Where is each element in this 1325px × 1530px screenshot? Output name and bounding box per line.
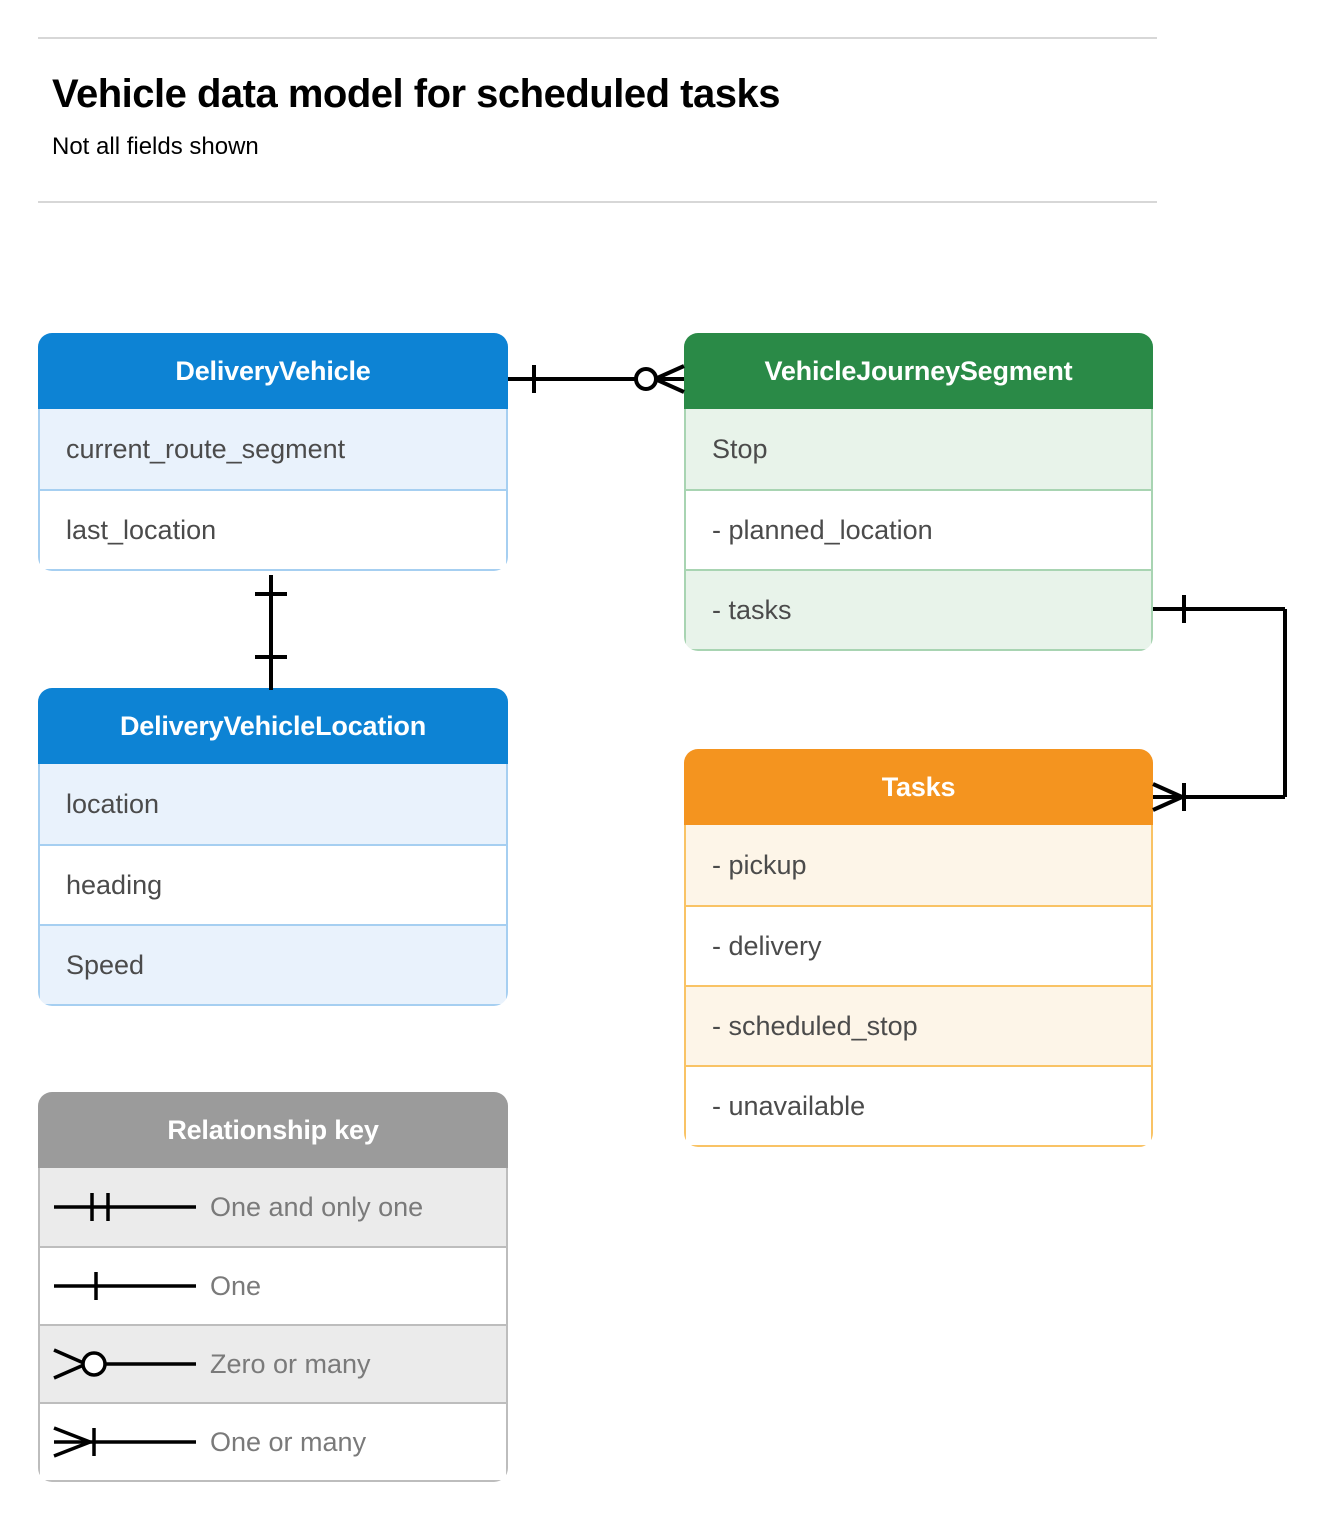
connector-deliveryvehicle-vehiclejourneysegment (508, 364, 685, 394)
entity-vehicle-journey-segment[interactable]: VehicleJourneySegment Stop - planned_loc… (684, 333, 1153, 651)
legend-row-zero-or-many: Zero or many (40, 1324, 506, 1402)
entity-delivery-vehicle-location[interactable]: DeliveryVehicleLocation location heading… (38, 688, 508, 1006)
entity-header-tasks: Tasks (684, 749, 1153, 825)
entity-field-list: - pickup - delivery - scheduled_stop - u… (684, 825, 1153, 1147)
header-divider-top (38, 37, 1157, 39)
entity-field: - scheduled_stop (686, 985, 1151, 1065)
entity-header-vehicle-journey-segment: VehicleJourneySegment (684, 333, 1153, 409)
legend-row-one-and-only-one: One and only one (40, 1168, 506, 1246)
entity-field: current_route_segment (40, 409, 506, 489)
relationship-key-legend[interactable]: Relationship key One and only one (38, 1092, 508, 1482)
entity-field: heading (40, 844, 506, 924)
entity-field: location (40, 764, 506, 844)
legend-label: Zero or many (210, 1348, 371, 1379)
page-title: Vehicle data model for scheduled tasks (52, 72, 780, 116)
one-icon (40, 1266, 210, 1306)
legend-label: One and only one (210, 1191, 424, 1222)
legend-label: One or many (210, 1426, 367, 1457)
entity-tasks[interactable]: Tasks - pickup - delivery - scheduled_st… (684, 749, 1153, 1147)
entity-field: last_location (40, 489, 506, 569)
page-subtitle: Not all fields shown (52, 133, 259, 160)
entity-field: - unavailable (686, 1065, 1151, 1145)
entity-field-list: current_route_segment last_location (38, 409, 508, 571)
entity-header-delivery-vehicle-location: DeliveryVehicleLocation (38, 688, 508, 764)
legend-label: One (210, 1270, 262, 1301)
entity-field: Stop (686, 409, 1151, 489)
legend-row-one: One (40, 1246, 506, 1324)
relationship-key-title: Relationship key (38, 1092, 508, 1168)
entity-field: - pickup (686, 825, 1151, 905)
entity-field-list: location heading Speed (38, 764, 508, 1006)
entity-field: - delivery (686, 905, 1151, 985)
entity-delivery-vehicle[interactable]: DeliveryVehicle current_route_segment la… (38, 333, 508, 571)
relationship-key-rows: One and only one One (38, 1168, 508, 1482)
entity-field-list: Stop - planned_location - tasks (684, 409, 1153, 651)
connector-vehiclejourneysegment-tasks (1152, 595, 1287, 812)
header-divider-bottom (38, 201, 1157, 203)
entity-field: - tasks (686, 569, 1151, 649)
legend-row-one-or-many: One or many (40, 1402, 506, 1480)
entity-header-delivery-vehicle: DeliveryVehicle (38, 333, 508, 409)
entity-field: - planned_location (686, 489, 1151, 569)
connector-deliveryvehicle-deliveryvehiclelocation (255, 575, 287, 690)
one-or-many-icon (40, 1422, 210, 1462)
entity-field: Speed (40, 924, 506, 1004)
one-and-only-one-icon (40, 1187, 210, 1227)
zero-or-many-icon (40, 1344, 210, 1384)
